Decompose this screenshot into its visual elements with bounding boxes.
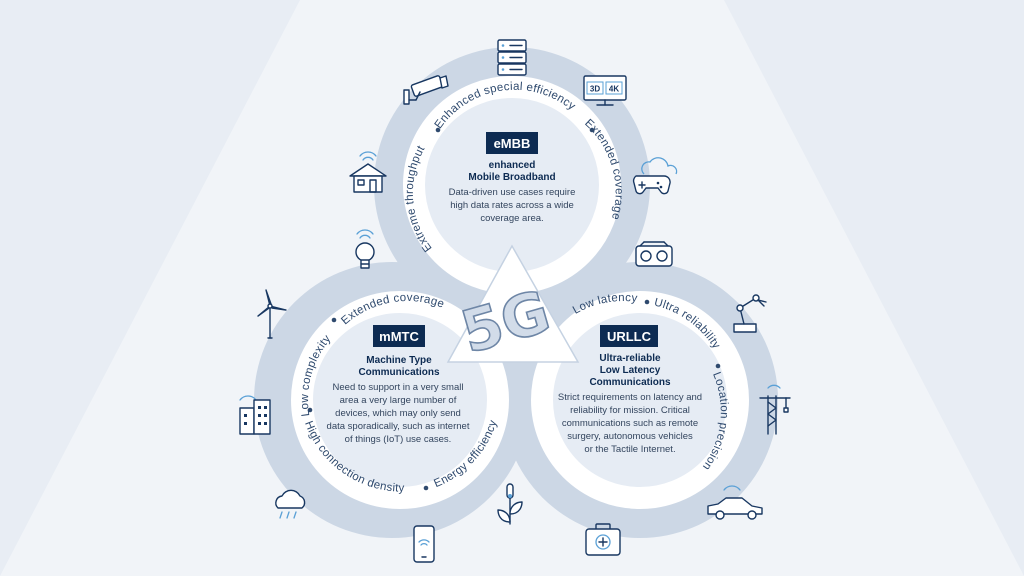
smartphone-icon	[413, 525, 435, 563]
embb-desc-line1: Data-driven use cases require	[449, 187, 576, 198]
weather-cloud-icon	[275, 489, 306, 519]
connected-car-icon	[707, 485, 763, 520]
usage-rings	[291, 76, 749, 509]
svg-text:3D: 3D	[590, 85, 600, 94]
mmtc-desc-line5: of things (IoT) use cases.	[345, 434, 452, 445]
medical-kit-icon	[585, 523, 621, 556]
embb-desc-line3: coverage area.	[480, 213, 543, 224]
mmtc-desc-line3: devices, which may only send	[335, 408, 461, 419]
embb-badge: eMBB	[486, 132, 538, 154]
embb-title-line1: enhanced	[489, 160, 536, 171]
urllc-title-line1: Ultra-reliable	[599, 353, 661, 364]
urllc-desc-line4: surgery, autonomous vehicles	[567, 431, 693, 442]
urllc-desc-line5: or the Tactile Internet.	[584, 444, 675, 455]
tv-3d-4k-icon: 3D 4K	[583, 75, 627, 106]
mmtc-desc-line1: Need to support in a very small	[333, 382, 464, 393]
agriculture-sensor-icon	[497, 483, 523, 525]
embb-title-line2: Mobile Broadband	[468, 172, 555, 183]
mmtc-desc-line4: data sporadically, such as internet	[327, 421, 470, 432]
mmtc-badge: mMTC	[373, 325, 425, 347]
svg-text:4K: 4K	[609, 85, 619, 94]
server-icon	[497, 39, 527, 76]
smart-bulb-icon	[355, 229, 375, 269]
crane-icon	[759, 384, 791, 435]
smart-home-icon	[349, 151, 387, 193]
urllc-desc-line3: communications such as remote	[562, 418, 698, 429]
embb-desc-line2: high data rates across a wide	[450, 200, 574, 211]
vr-headset-icon	[635, 241, 673, 267]
urllc-badge: URLLC	[600, 325, 658, 347]
urllc-desc-line2: reliability for mission. Critical	[570, 405, 690, 416]
mmtc-title-line2: Communications	[358, 367, 440, 378]
urllc-desc-line1: Strict requirements on latency and	[558, 392, 702, 403]
wind-turbine-icon	[257, 289, 287, 339]
mmtc-title-line1: Machine Type	[366, 355, 432, 366]
smart-building-icon	[239, 395, 271, 435]
cctv-camera-icon	[403, 75, 449, 105]
ring-separator-dots	[307, 127, 721, 491]
svg-text:mMTC: mMTC	[379, 329, 419, 344]
robot-arm-icon	[733, 294, 767, 333]
cloud-gaming-icon	[632, 157, 678, 195]
mmtc-desc-line2: area a very large number of	[340, 395, 457, 406]
svg-text:eMBB: eMBB	[494, 136, 531, 151]
mmtc-ring	[291, 291, 509, 509]
urllc-ring	[531, 291, 749, 509]
svg-text:URLLC: URLLC	[607, 329, 652, 344]
urllc-title-line2: Low Latency	[600, 365, 661, 376]
urllc-title-line3: Communications	[589, 377, 671, 388]
